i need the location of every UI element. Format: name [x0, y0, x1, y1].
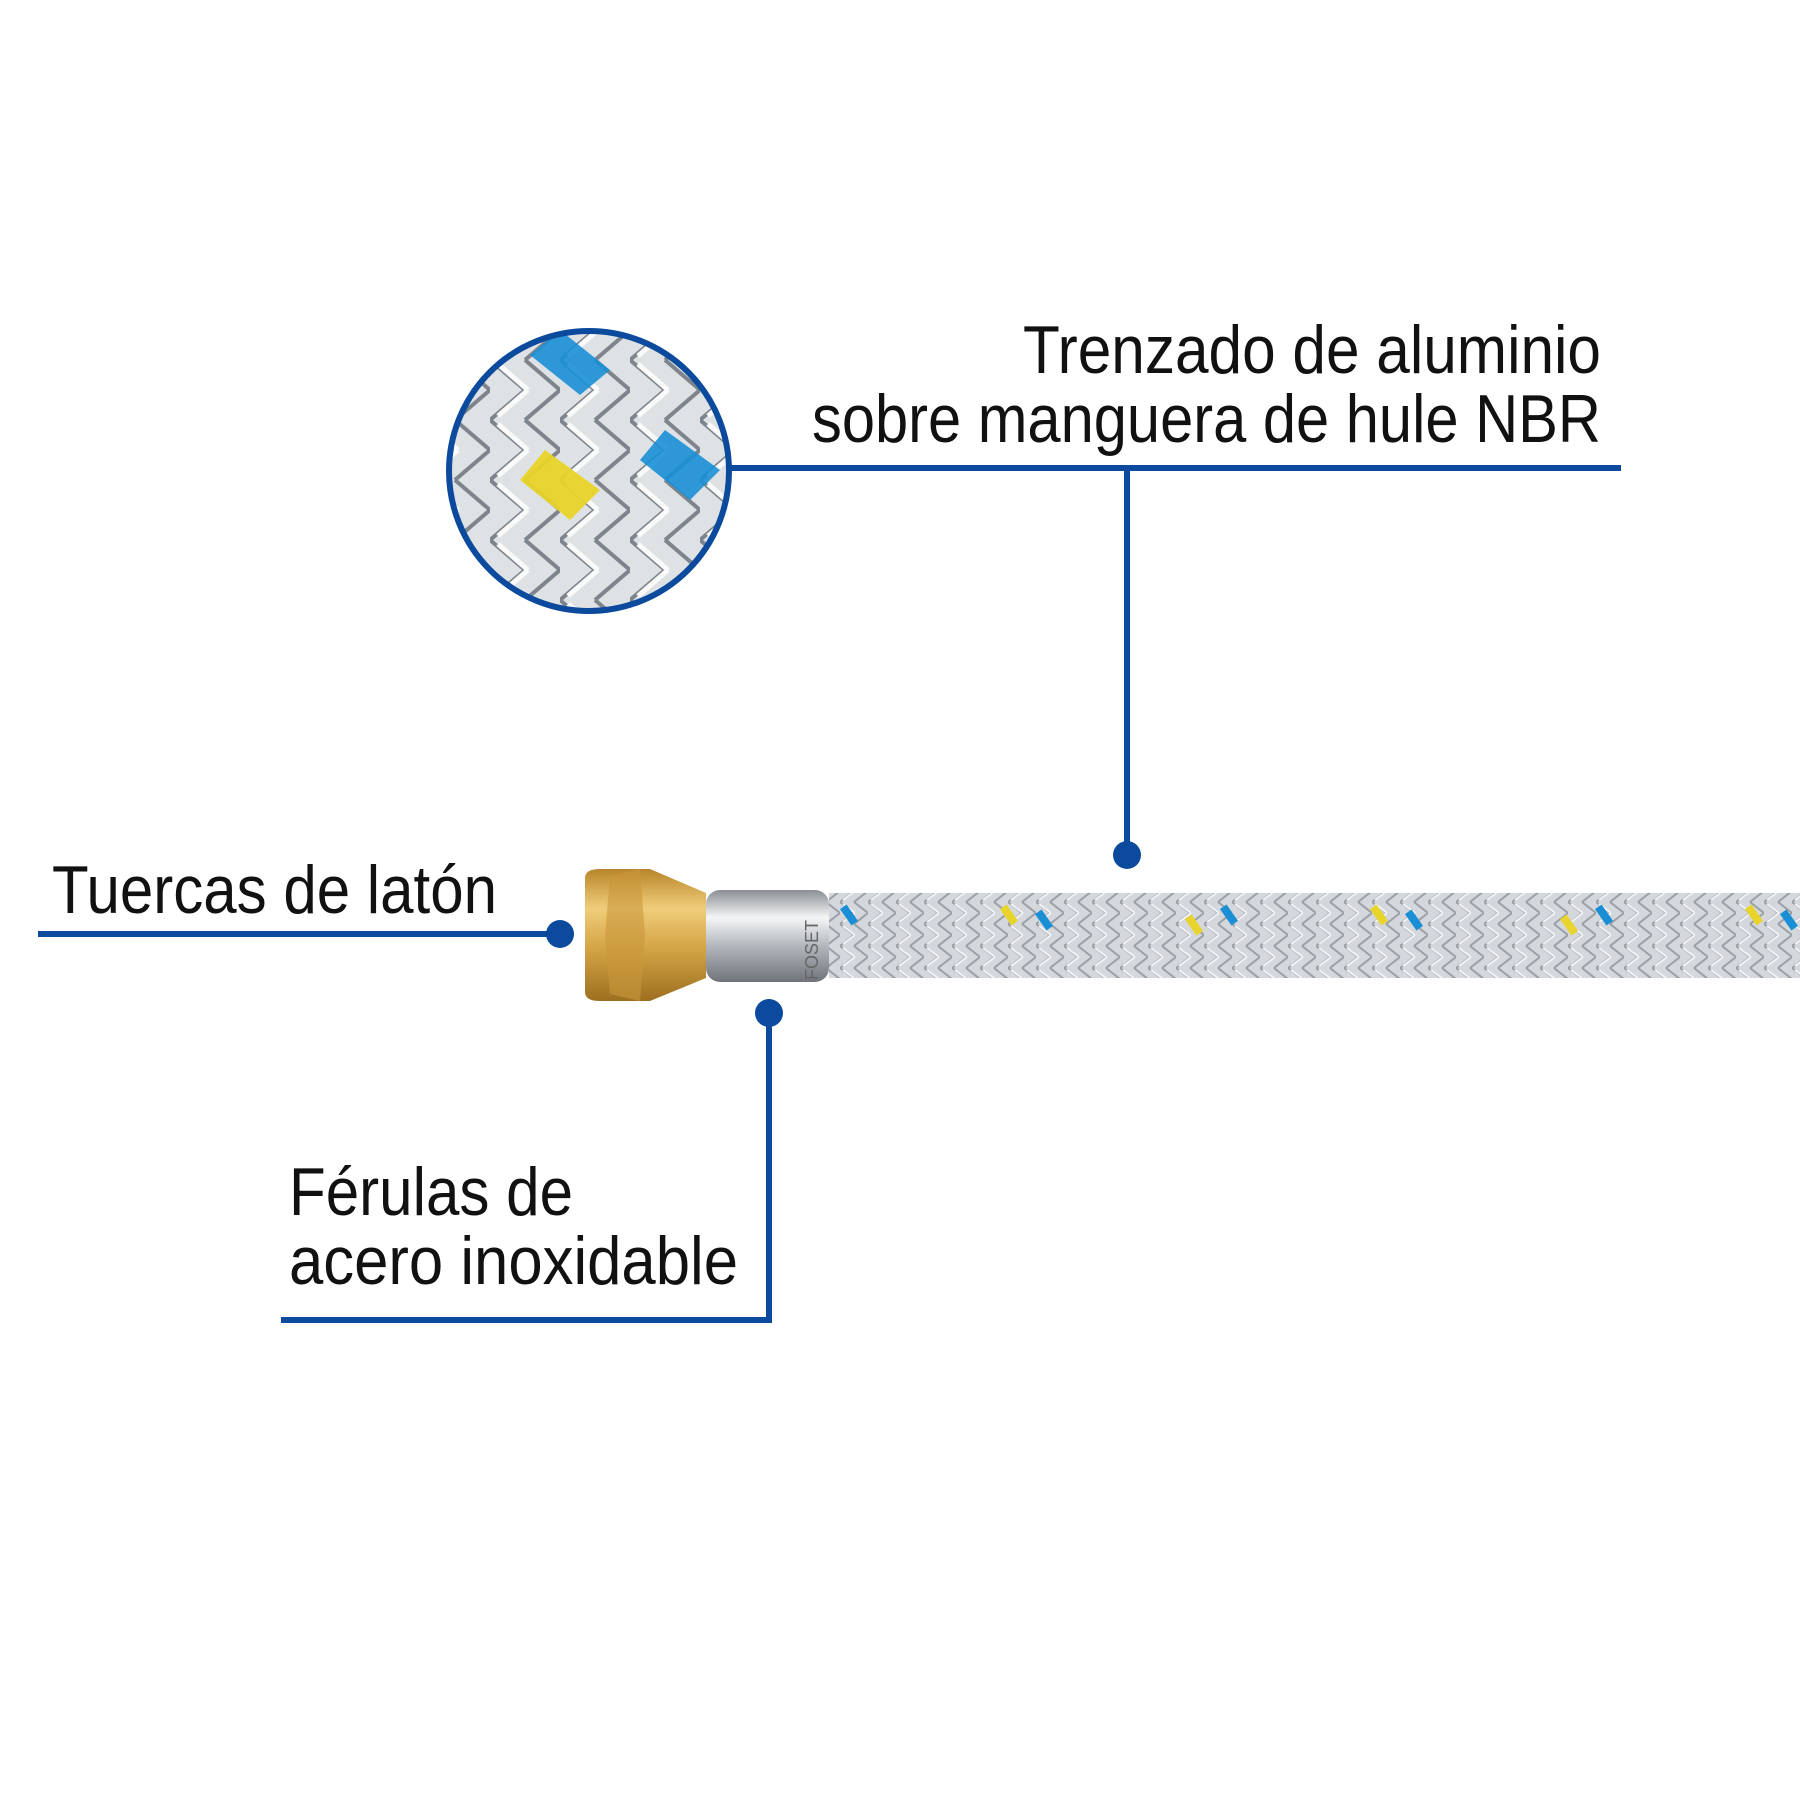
- stainless-ferrule: [706, 890, 829, 982]
- ferrule-label-line1: Férulas de: [289, 1154, 573, 1230]
- brass-nut: [585, 869, 706, 1001]
- braid-callout-dot: [1113, 841, 1141, 869]
- braid-label-line1: Trenzado de aluminio: [1023, 312, 1601, 388]
- nut-callout-dot: [546, 920, 574, 948]
- braid-stripes: [839, 904, 1799, 936]
- braid-detail-magnifier: [446, 328, 732, 614]
- braid-label-line2: sobre manguera de hule NBR: [812, 381, 1601, 457]
- ferrule-callout-line: [281, 1013, 772, 1323]
- nut-label: Tuercas de latón: [52, 852, 497, 928]
- ferrule-label-line2: acero inoxidable: [289, 1223, 738, 1299]
- hose-illustration: FOSET: [585, 869, 1800, 1001]
- braid-callout: [730, 465, 1621, 855]
- braided-hose: [829, 893, 1800, 978]
- ferrule-stamp: FOSET: [802, 920, 822, 980]
